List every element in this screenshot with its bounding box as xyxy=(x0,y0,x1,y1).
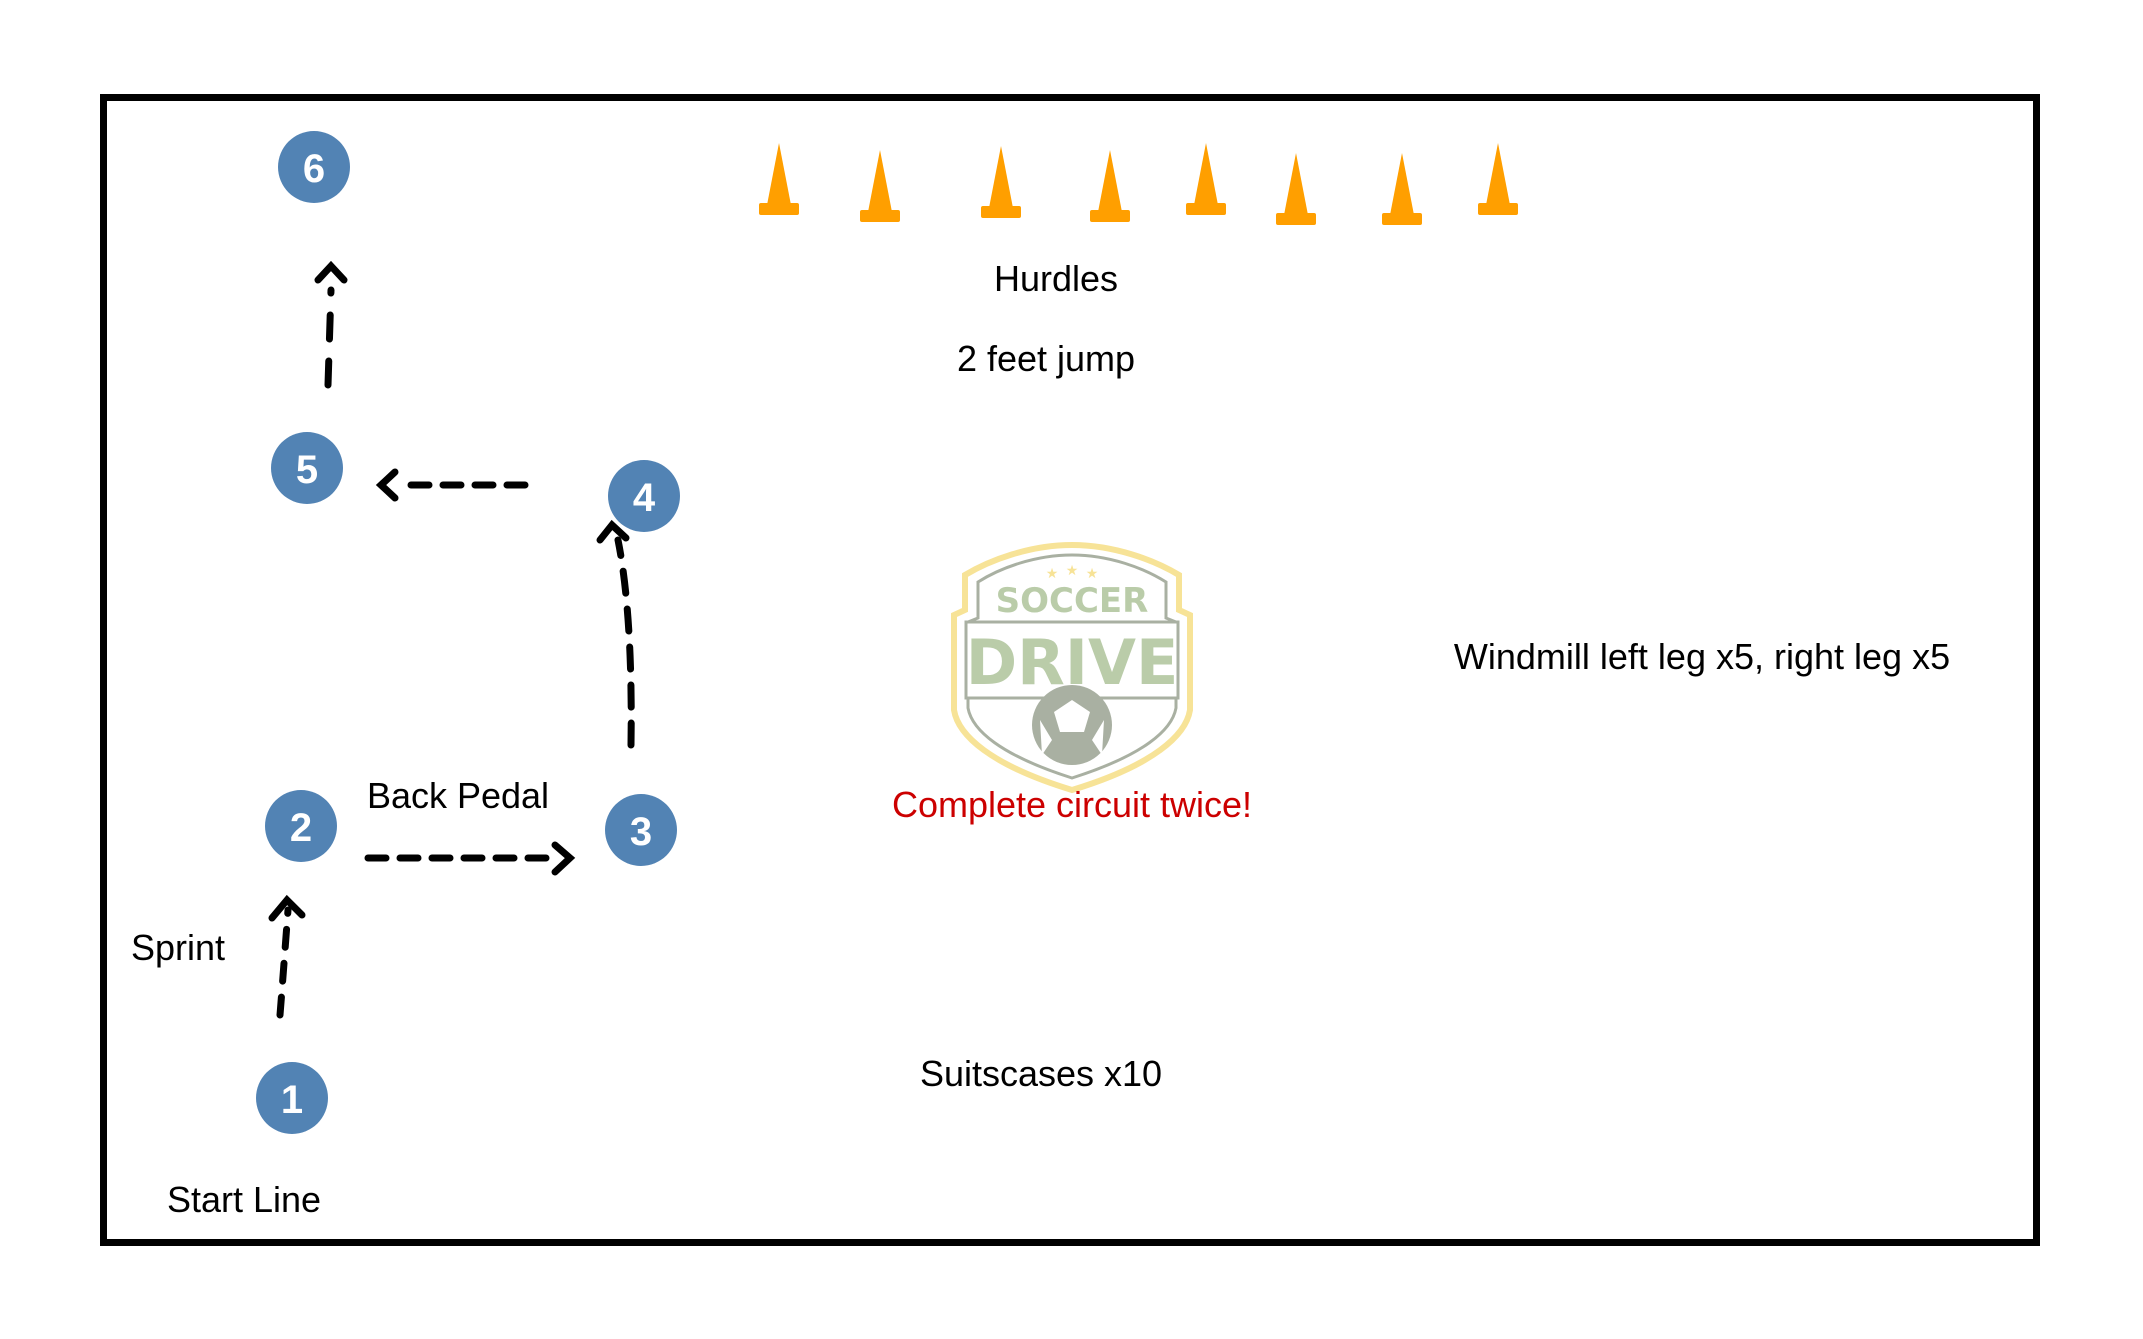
logo-top-text: SOCCER xyxy=(996,581,1149,621)
cone-icon xyxy=(981,146,1021,218)
arrowhead-icon xyxy=(314,260,348,284)
cone-icon xyxy=(1478,143,1518,215)
arrow-3-to-4 xyxy=(614,536,635,749)
station-number: 5 xyxy=(296,448,318,492)
soccer-drive-logo: ★ ★ ★ SOCCER DRIVE xyxy=(951,541,1193,794)
station-number: 1 xyxy=(281,1078,303,1122)
station-6: 6 xyxy=(278,131,350,203)
hurdle-cones xyxy=(759,143,1518,225)
suitcases-label: Suitscases x10 xyxy=(919,1053,1163,1094)
star-icon: ★ ★ ★ xyxy=(1046,562,1099,581)
arrowhead-icon xyxy=(596,519,630,544)
station-2: 2 xyxy=(265,790,337,862)
arrowhead-icon xyxy=(268,894,306,922)
arrowhead-icon xyxy=(551,841,576,876)
arrow-5-to-6 xyxy=(324,286,335,389)
movement-arrows xyxy=(268,260,635,1019)
station-number: 6 xyxy=(303,147,325,191)
cone-icon xyxy=(1382,153,1422,225)
start-line-label: Start Line xyxy=(166,1179,322,1220)
station-1: 1 xyxy=(256,1062,328,1134)
arrow-sprint xyxy=(276,906,292,1019)
soccer-ball-icon xyxy=(1032,685,1112,765)
circuit-note: Complete circuit twice! xyxy=(891,784,1253,825)
cone-icon xyxy=(759,143,799,215)
station-5: 5 xyxy=(271,432,343,504)
station-4: 4 xyxy=(608,460,680,532)
hurdles-instruction: 2 feet jump xyxy=(956,338,1136,379)
arrowhead-icon xyxy=(375,468,399,502)
svg-text:★: ★ xyxy=(1086,565,1099,581)
station-number: 2 xyxy=(290,806,312,850)
svg-text:★: ★ xyxy=(1046,565,1059,581)
sprint-label: Sprint xyxy=(130,927,226,968)
stations: 1 2 3 4 5 6 xyxy=(256,131,680,1134)
cone-icon xyxy=(860,150,900,222)
cone-icon xyxy=(1276,153,1316,225)
station-number: 3 xyxy=(630,810,652,854)
windmill-label: Windmill left leg x5, right leg x5 xyxy=(1453,636,1951,677)
back-pedal-label: Back Pedal xyxy=(366,775,550,816)
cone-icon xyxy=(1090,150,1130,222)
station-3: 3 xyxy=(605,794,677,866)
cone-icon xyxy=(1186,143,1226,215)
svg-text:★: ★ xyxy=(1066,562,1079,578)
hurdles-label: Hurdles xyxy=(993,258,1119,299)
station-number: 4 xyxy=(633,476,656,520)
